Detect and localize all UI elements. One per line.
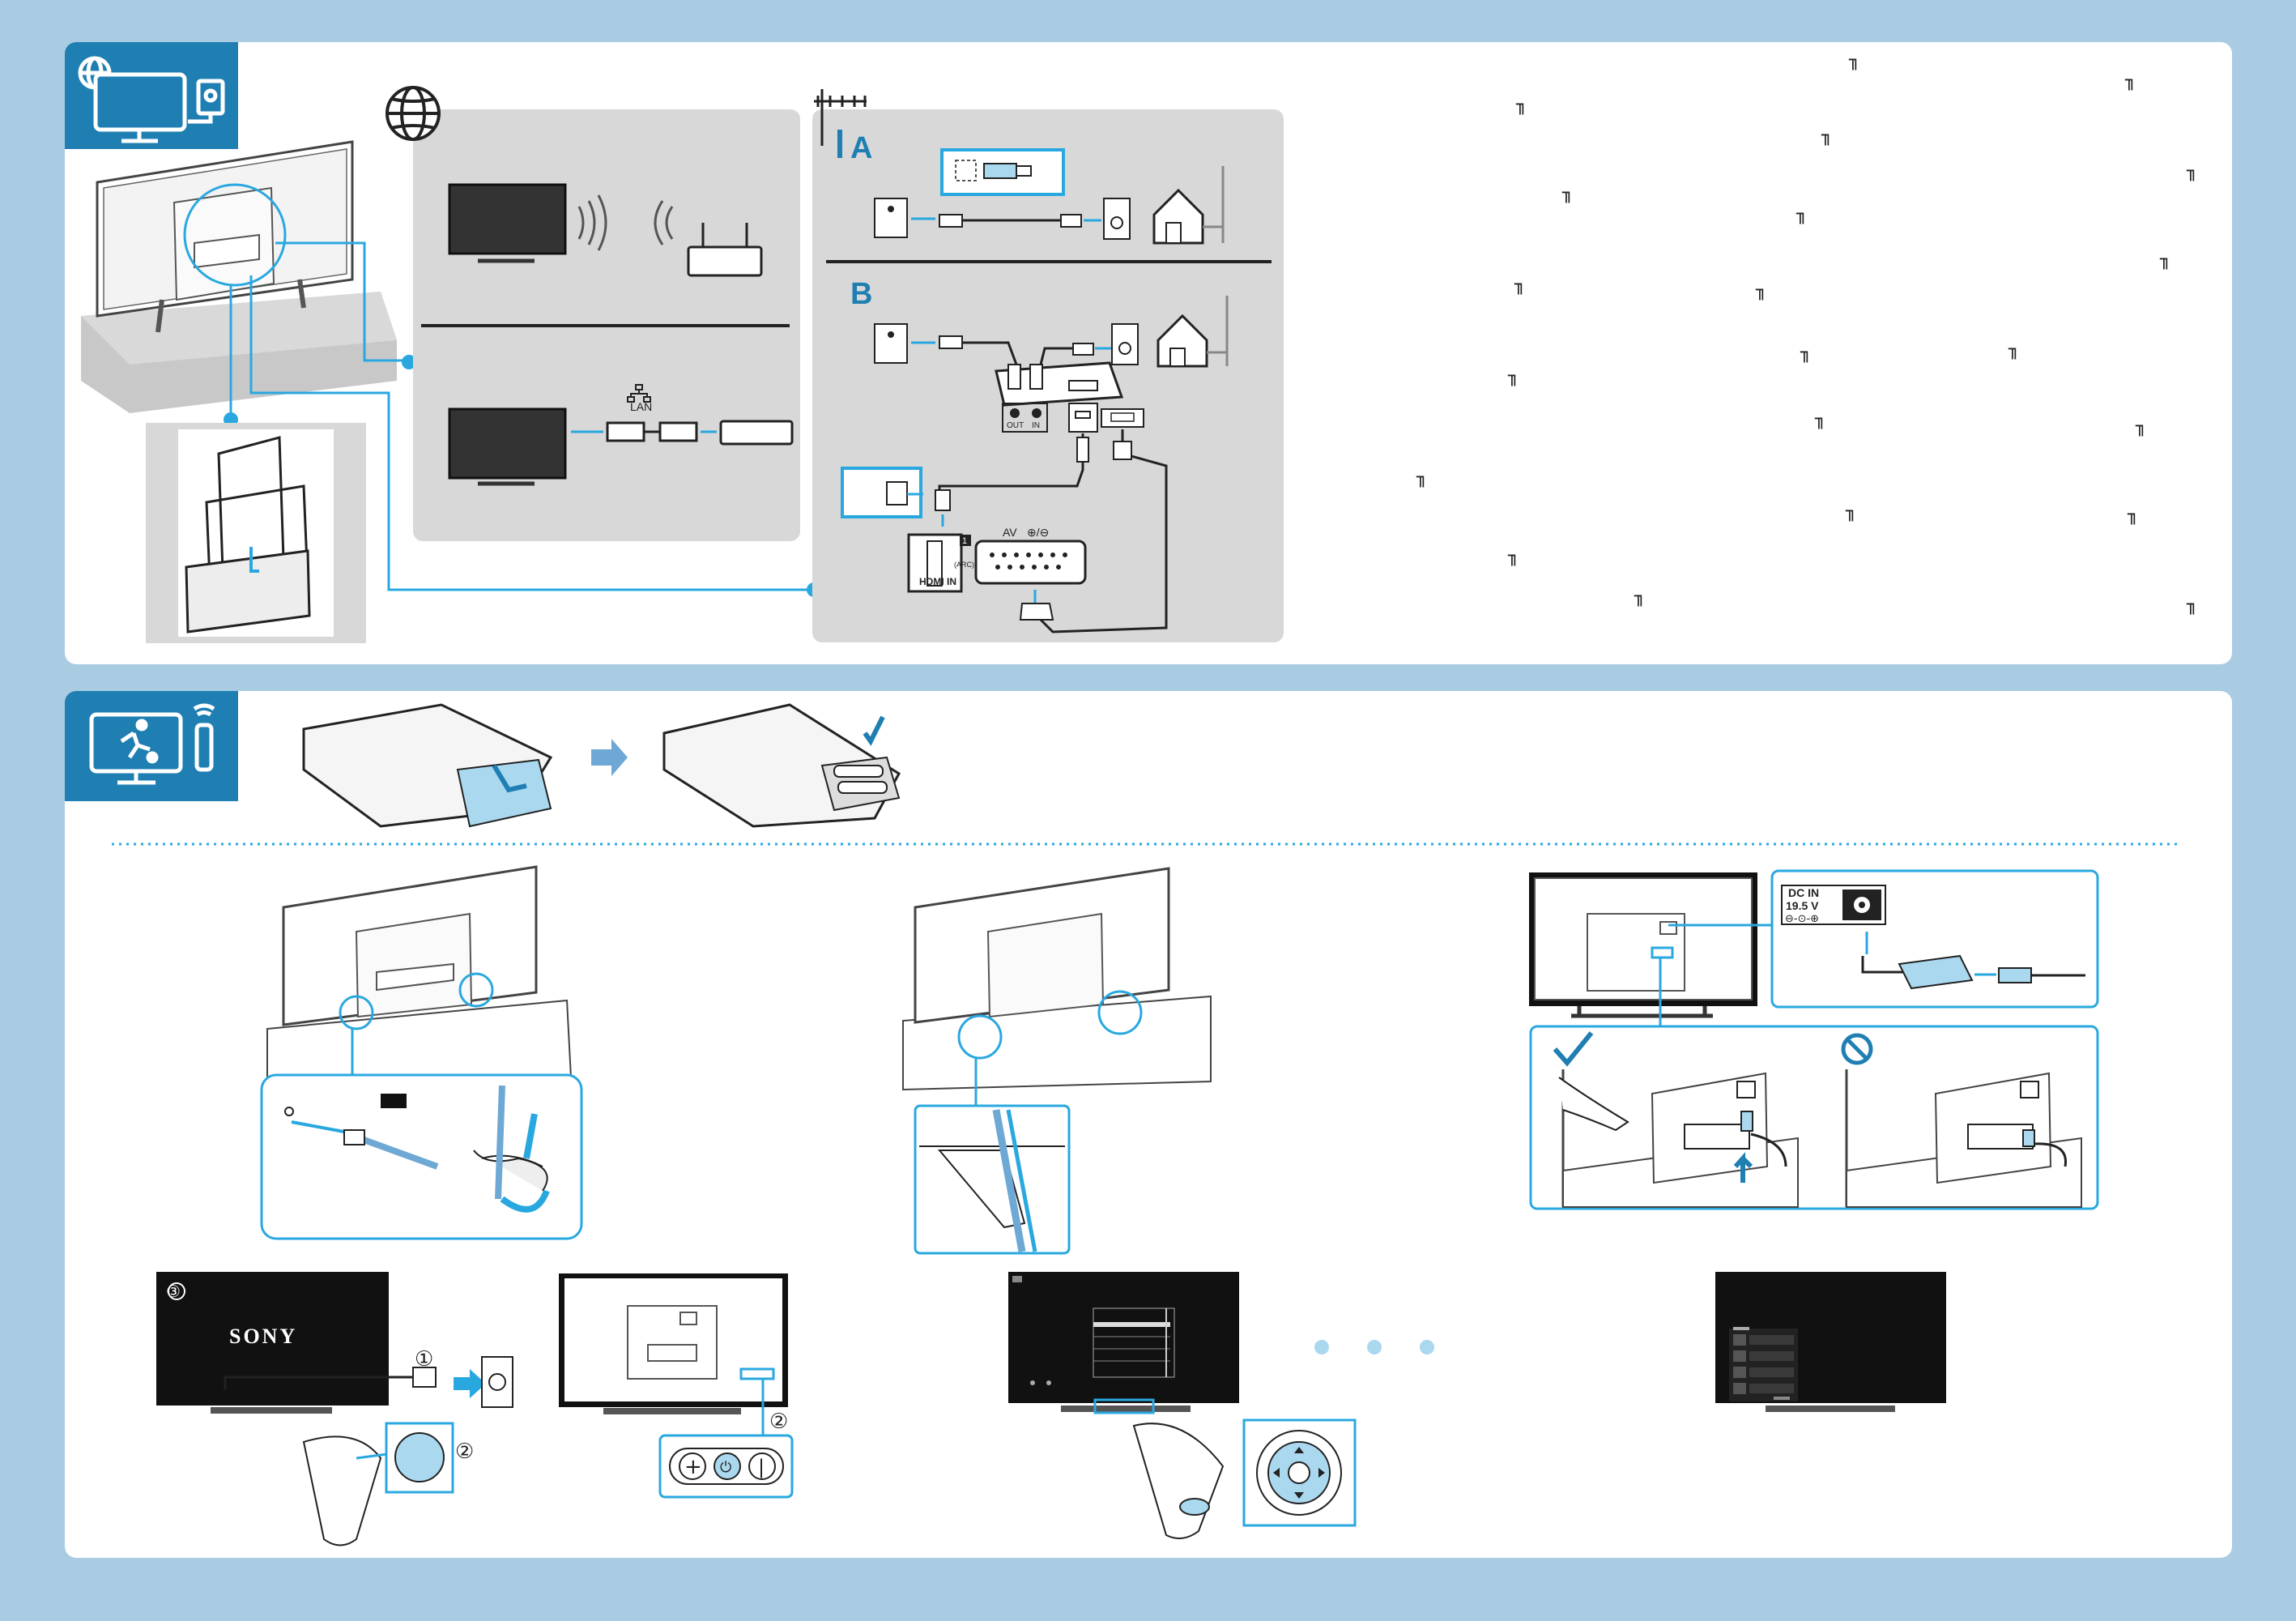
marker-glyph: ╖ xyxy=(2135,416,2146,437)
hdmi-port-number: 1 xyxy=(962,536,967,546)
stb-out-label: OUT xyxy=(1007,421,1024,430)
lan-icon xyxy=(627,384,651,403)
next-arrow xyxy=(591,739,628,776)
option-a-label: A xyxy=(850,131,872,165)
tv-wired xyxy=(448,407,794,486)
arc-label: (ARC) xyxy=(954,561,974,569)
marker-glyphs: ╖ ╖ ╖ ╖ ╖ ╖ ╖ ╖ ╖ ╖ ╖ ╖ ╖ ╖ ╖ ╖ ╖ ╖ ╖ ╖ … xyxy=(1416,50,2197,615)
cable-clip-detail xyxy=(284,1085,550,1213)
voltage-label: 19.5 V xyxy=(1786,899,1819,912)
step-tv-buttons-label: ② xyxy=(769,1410,788,1434)
tv-initial-setup-screen-step xyxy=(1008,1272,1239,1539)
globe-icon xyxy=(386,86,441,141)
remote-battery-insert-step xyxy=(662,703,901,828)
tv-volume-plus-button[interactable] xyxy=(679,1453,706,1480)
marker-glyph: ╖ xyxy=(2159,250,2170,270)
tv-home-menu-screen xyxy=(1715,1272,1946,1412)
step-screen-on-badge xyxy=(168,1282,185,1300)
antenna-icon xyxy=(814,89,867,146)
tv-front-power-step xyxy=(1529,872,1774,1027)
wifi-router-icon xyxy=(654,200,763,277)
marker-glyph: ╖ xyxy=(2127,505,2138,525)
marker-glyph: ╖ xyxy=(1507,546,1519,566)
progress-dot xyxy=(1367,1340,1382,1354)
marker-glyph: ╖ xyxy=(1515,95,1527,115)
marker-glyph: ╖ xyxy=(2124,70,2136,91)
step-plug-in-label: ① xyxy=(415,1347,433,1371)
option-b-diagram xyxy=(841,296,1229,633)
option-b-label: B xyxy=(850,277,872,311)
dc-in-label: DC IN xyxy=(1788,886,1819,899)
slot-callout-circle xyxy=(183,183,287,287)
stand-clip-detail xyxy=(919,1109,1065,1252)
tv-rear-stand-clip-step xyxy=(902,867,1212,1106)
checkmark-icon xyxy=(1553,1031,1594,1067)
cable-clip-callout xyxy=(260,1073,583,1240)
tv-on-stand-illustration xyxy=(81,140,397,413)
option-a-diagram xyxy=(874,148,1225,245)
remote-dpad-icon[interactable] xyxy=(1256,1430,1342,1516)
polarity-label: ⊖-⊙-⊕ xyxy=(1785,913,1819,925)
prohibited-icon xyxy=(1841,1033,1873,1065)
hdmi-in-label: HDMI IN xyxy=(919,576,956,587)
ac-adapter-illustration xyxy=(1861,932,2085,990)
remote-battery-cover-step xyxy=(302,703,553,828)
marker-glyph: ╖ xyxy=(1800,343,1811,363)
marker-glyph: ╖ xyxy=(1634,587,1645,607)
incorrect-connection-illustration xyxy=(1845,1069,2082,1208)
tv-sony-on-step xyxy=(156,1272,513,1546)
tv-soccer-remote-icon xyxy=(89,703,215,785)
marker-glyph: ╖ xyxy=(1845,501,1856,522)
marker-glyph: ╖ xyxy=(1848,50,1859,70)
marker-glyph: ╖ xyxy=(2008,339,2019,360)
marker-glyph: ╖ xyxy=(1755,280,1766,301)
marker-glyph: ╖ xyxy=(2186,595,2197,615)
marker-glyph: ╖ xyxy=(1561,183,1573,203)
progress-dot xyxy=(1314,1340,1329,1354)
tv-button-label-input: ⏻ xyxy=(720,1459,731,1476)
av-label: AV xyxy=(1003,526,1017,539)
globe-tv-antenna-icon xyxy=(78,56,225,143)
tv-rear-cable-clip-step xyxy=(266,865,573,1087)
marker-glyph: ╖ xyxy=(1795,204,1807,224)
progress-dot xyxy=(1420,1340,1434,1354)
tv-button-label-plus: + xyxy=(684,1455,702,1479)
cam-card-illustration xyxy=(185,436,311,633)
tv-power-button[interactable] xyxy=(748,1453,776,1480)
tv-rear-buttons-step xyxy=(559,1273,788,1442)
step-press-power-label: ② xyxy=(455,1440,474,1464)
tv-wireless xyxy=(448,183,607,263)
tv-brand-logo: SONY xyxy=(229,1325,297,1348)
marker-glyph: ╖ xyxy=(1416,467,1427,488)
tv-button-label-power: | xyxy=(758,1456,765,1478)
dc-in-port-label-box xyxy=(1781,885,1886,925)
progress-dots xyxy=(1314,1340,1434,1354)
correct-connection-illustration xyxy=(1558,1069,1799,1208)
lan-label: LAN xyxy=(630,400,652,413)
tv-input-button[interactable] xyxy=(714,1453,741,1480)
av-symbols: ⊕/⊖ xyxy=(1027,526,1049,539)
callout-connectors xyxy=(229,241,814,591)
step-screen-on-label: ③ xyxy=(166,1282,181,1301)
marker-glyph: ╖ xyxy=(1514,275,1525,295)
marker-glyph: ╖ xyxy=(2186,161,2197,181)
marker-glyph: ╖ xyxy=(1814,409,1825,429)
stb-in-label: IN xyxy=(1032,421,1040,430)
marker-glyph: ╖ xyxy=(1821,126,1832,146)
marker-glyph: ╖ xyxy=(1507,366,1519,386)
